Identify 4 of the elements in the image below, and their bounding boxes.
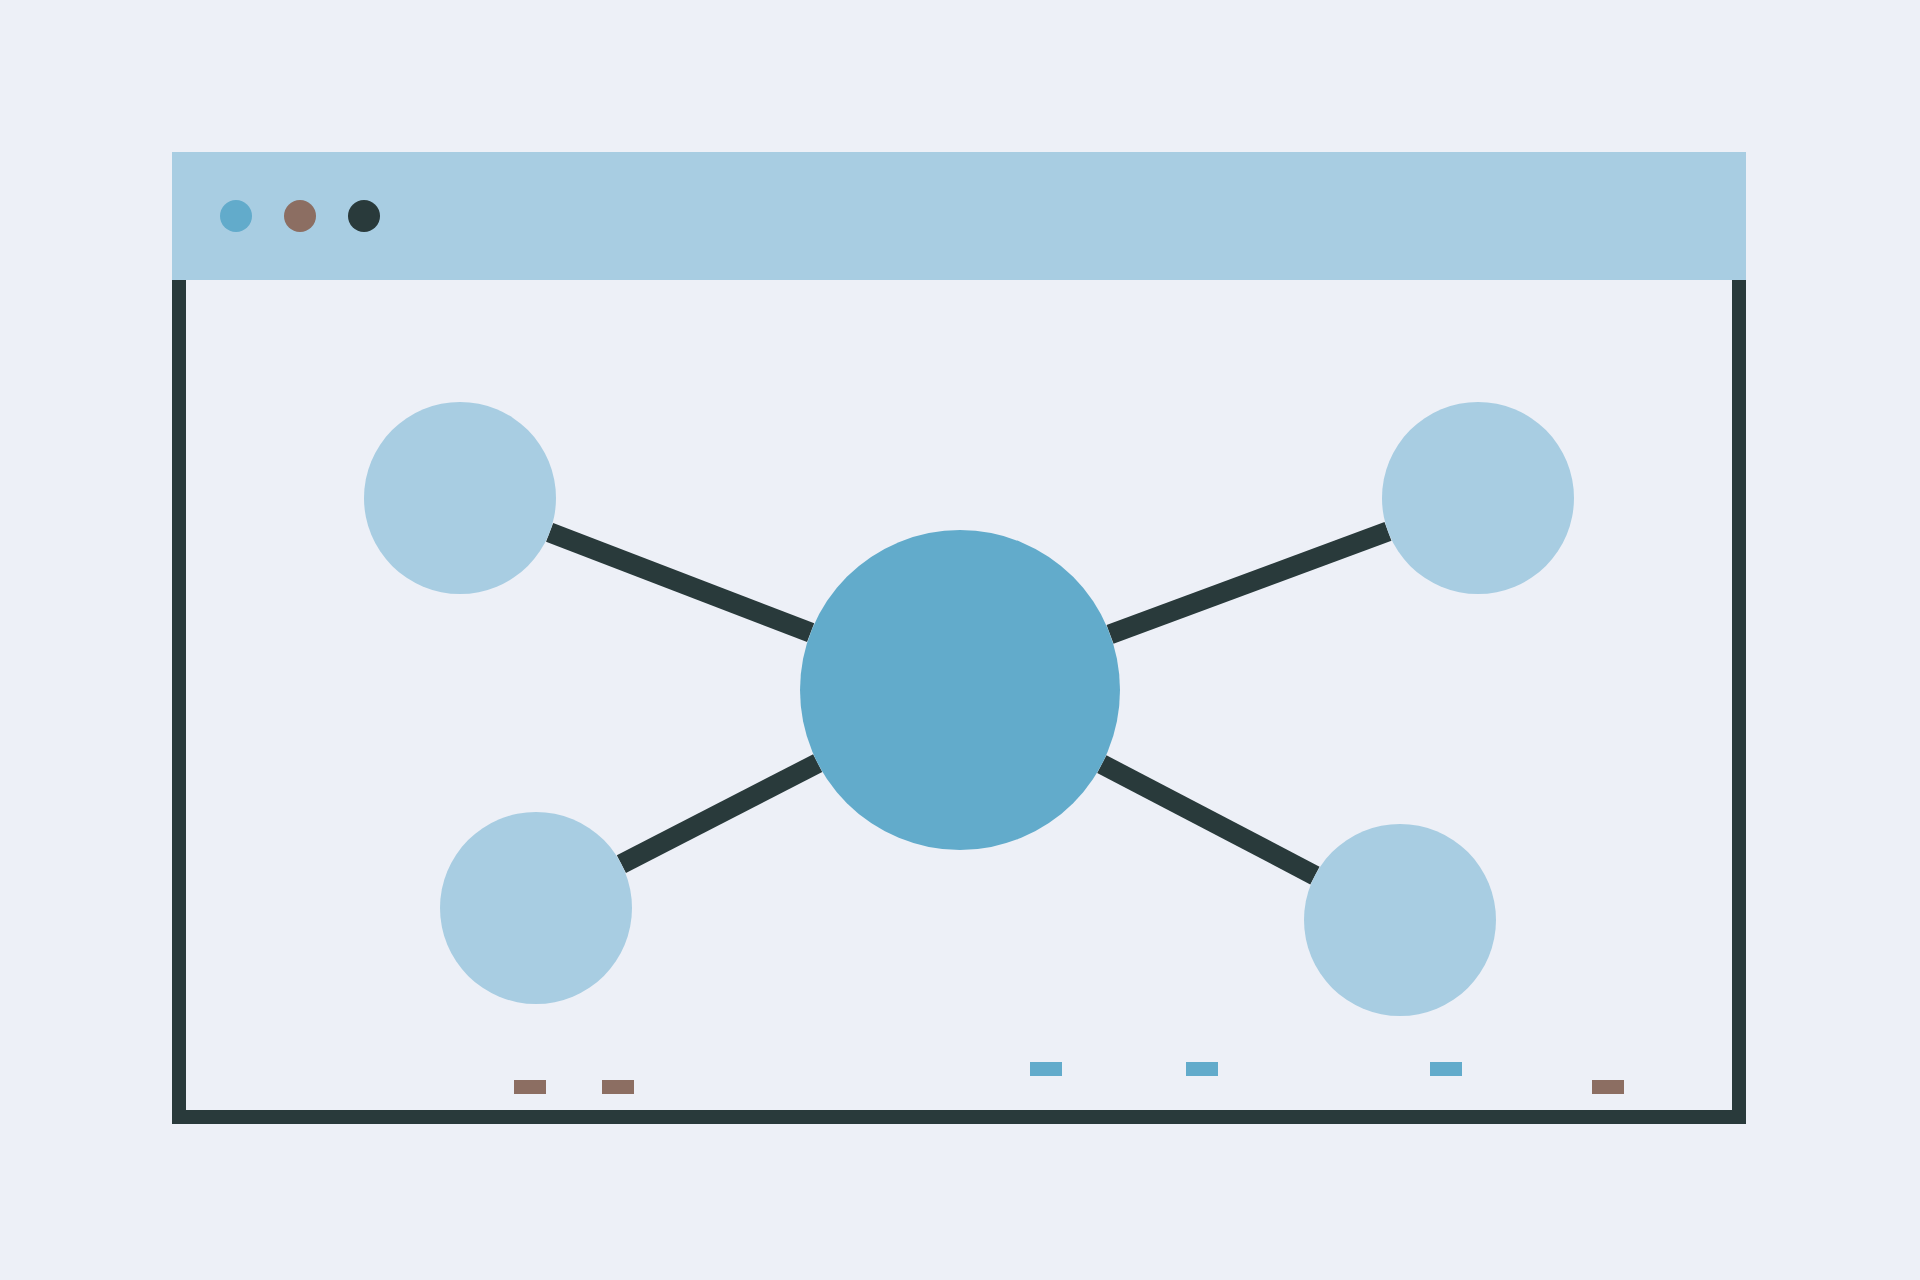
connector-line — [546, 523, 815, 642]
connector-line — [616, 754, 823, 873]
connector-line — [1097, 755, 1320, 885]
connector-line — [1106, 522, 1392, 644]
